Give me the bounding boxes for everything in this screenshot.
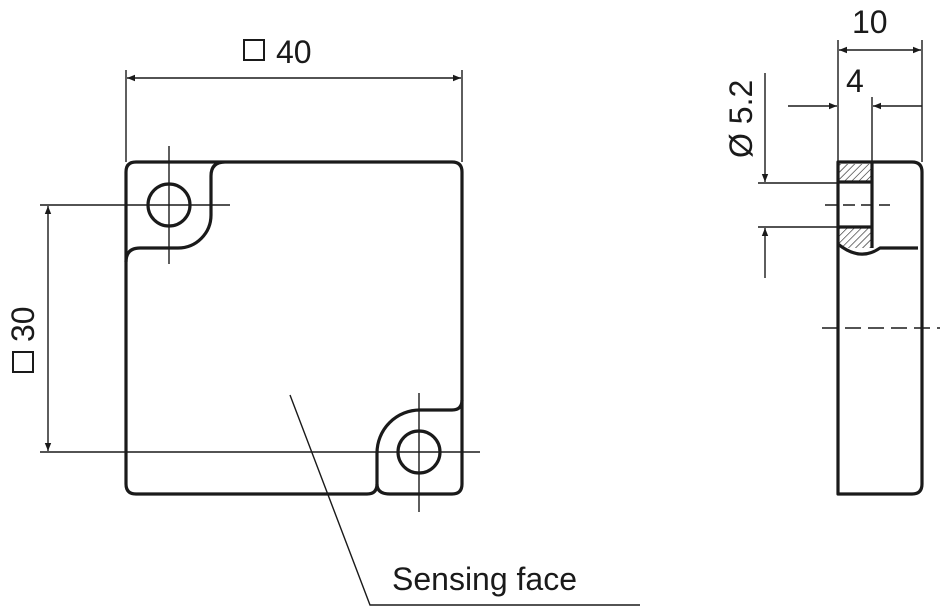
square-symbol-icon (12, 351, 34, 373)
section-hatch (839, 164, 872, 182)
housing-outline (124, 160, 464, 496)
housing-outline-corner (375, 400, 464, 496)
counterbore-dimension-label: 4 (846, 63, 864, 99)
housing-outline-top-left (124, 160, 137, 262)
side-outline (836, 160, 924, 496)
width-dimension-label: 40 (276, 34, 312, 70)
sensing-face-leader (289, 394, 640, 606)
counterbore-bottom (836, 242, 918, 256)
side-view: 10 4 Ø 5.2 (723, 4, 940, 496)
thickness-dimension-label: 10 (852, 4, 888, 40)
section-hatch (839, 228, 872, 248)
sensing-face-label: Sensing face (392, 561, 577, 597)
hole-diameter-label: Ø 5.2 (723, 80, 759, 158)
square-symbol-icon (243, 39, 265, 61)
height-dimension-label: 30 (5, 306, 41, 342)
front-view: 40 30 Sensing face (5, 34, 640, 606)
